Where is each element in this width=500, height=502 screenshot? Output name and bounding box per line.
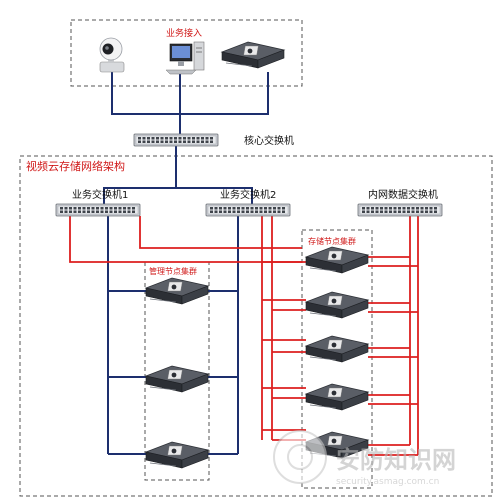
core-switch-label: 核心交换机 xyxy=(244,134,294,147)
management-cluster-label: 管理节点集群 xyxy=(149,266,197,276)
business-switch-1-label: 业务交换机1 xyxy=(72,188,128,201)
storage-node-icon xyxy=(305,291,369,319)
internal-switch-icon xyxy=(357,203,443,217)
business-switch-2-label: 业务交换机2 xyxy=(220,188,276,201)
management-node-icon xyxy=(145,441,209,469)
watermark-logo xyxy=(273,430,327,484)
storage-links-internal xyxy=(368,216,419,456)
pc-icon xyxy=(165,41,205,75)
storage-cluster-label: 存储节点集群 xyxy=(308,236,356,246)
management-node-icon xyxy=(145,365,209,393)
access-links xyxy=(111,72,269,134)
watermark-url: security.asmag.com.cn xyxy=(336,477,439,487)
storage-node-icon xyxy=(305,335,369,363)
server-icon xyxy=(221,41,285,69)
core-switch-icon xyxy=(133,133,219,147)
management-node-icon xyxy=(145,277,209,305)
storage-links-business xyxy=(69,216,306,441)
watermark-text: 安防知识网 xyxy=(336,446,456,474)
camera-icon xyxy=(99,37,125,73)
business-switch-2-icon xyxy=(205,203,291,217)
internal-switch-label: 内网数据交换机 xyxy=(368,188,438,201)
storage-node-icon xyxy=(305,383,369,411)
storage-node-icon xyxy=(305,246,369,274)
access-zone-box xyxy=(70,19,303,87)
architecture-title: 视频云存储网络架构 xyxy=(26,159,125,173)
storage-cluster-box xyxy=(301,229,373,489)
watermark: 安防知识网 security.asmag.com.cn xyxy=(273,430,456,487)
business-access-label: 业务接入 xyxy=(166,27,202,39)
core-links xyxy=(103,145,253,204)
management-links xyxy=(107,216,239,455)
business-switch-1-icon xyxy=(55,203,141,217)
